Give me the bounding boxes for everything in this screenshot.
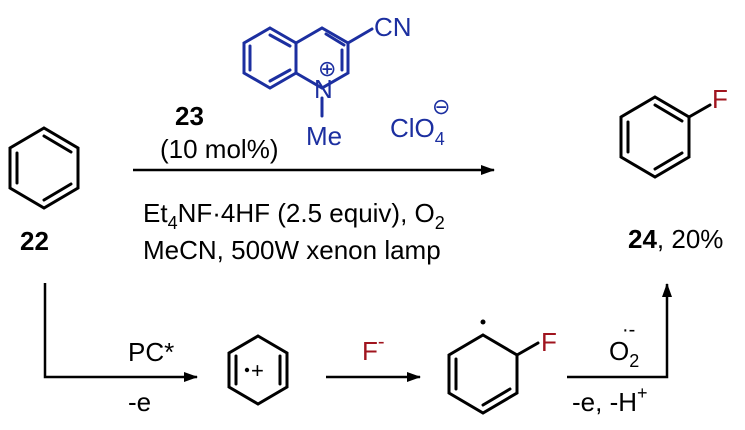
- fluoride-charge: -: [378, 331, 385, 353]
- catalyst-counterion-label: ClO: [390, 113, 435, 143]
- catalyst-loading: (10 mol%): [160, 134, 278, 164]
- o2-label: O2: [609, 336, 639, 371]
- catalyst-me: Me: [306, 121, 342, 151]
- catalyst-id: 23: [175, 101, 204, 131]
- o2-sub: 2: [629, 351, 639, 371]
- fluorobenzene-structure: [619, 95, 712, 179]
- product-f: F: [712, 84, 728, 114]
- radical-dot: [480, 319, 486, 325]
- benzene-structure: [8, 126, 80, 210]
- catalyst-minus: ⊖: [432, 94, 450, 119]
- o2-symbol: O: [609, 336, 629, 366]
- reagent-sub: 4: [168, 213, 178, 233]
- catalyst-cn: CN: [374, 12, 412, 42]
- catalyst-plus: ⊕: [318, 56, 336, 81]
- product-id: 24: [628, 224, 657, 254]
- fluoride-label: F-: [362, 331, 385, 366]
- reagent-post: NF·4HF (2.5 equiv), O: [178, 198, 435, 228]
- cyclohexadienyl-structure: [447, 333, 540, 415]
- mechanism-arrow-3: [567, 283, 672, 379]
- catalyst-counterion-sub: 4: [435, 129, 445, 149]
- radical-cation-structure: [227, 334, 289, 406]
- reagent-sub2: 2: [435, 213, 445, 233]
- mechanism-arrow-1: [43, 283, 198, 382]
- catalyst-structure: [242, 26, 374, 118]
- catalyst-n: N: [314, 74, 333, 104]
- product-label: 24, 20%: [628, 224, 723, 254]
- conditions-line2: MeCN, 500W xenon lamp: [143, 235, 441, 265]
- final-step-label: -e, -H+: [572, 383, 648, 417]
- final-step-text: -e, -H: [572, 387, 637, 417]
- conditions-line1: Et4NF·4HF (2.5 equiv), O2: [143, 198, 445, 233]
- minus-e-label-1: -e: [128, 387, 151, 417]
- o2-charge: ·-: [622, 319, 635, 341]
- reagent-pre: Et: [143, 198, 168, 228]
- intermediate-f: F: [541, 327, 557, 357]
- radical-cation-dot: [244, 367, 250, 373]
- product-yield: , 20%: [657, 224, 724, 254]
- fluoride-symbol: F: [362, 336, 378, 366]
- pc-label: PC*: [128, 337, 174, 367]
- reactant-id: 22: [20, 226, 49, 256]
- final-step-sup: +: [637, 383, 648, 403]
- radical-cation-charge: +: [251, 358, 264, 383]
- catalyst-counterion: ClO4: [390, 113, 445, 149]
